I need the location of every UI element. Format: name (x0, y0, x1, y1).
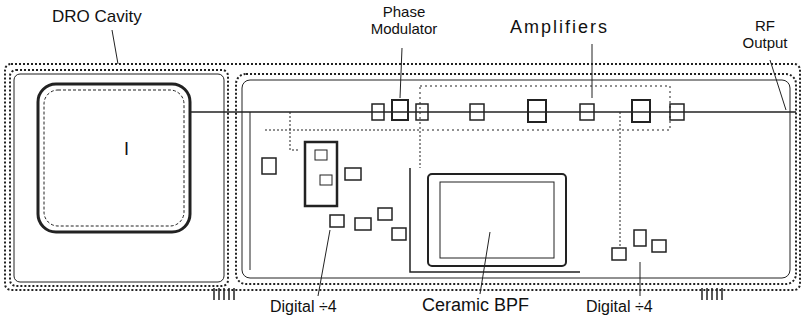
part-label: Ceramic BPF (420, 296, 531, 316)
part-label: Amplifiers (508, 18, 611, 38)
part-label: Digital ÷4 (584, 298, 655, 316)
part-label: DRO Cavity (50, 8, 144, 27)
part-label: Phase Modulator (352, 4, 456, 37)
port-label: RF Output (732, 18, 798, 51)
part-label: Digital ÷4 (268, 298, 339, 316)
marker-label: I (122, 140, 131, 160)
